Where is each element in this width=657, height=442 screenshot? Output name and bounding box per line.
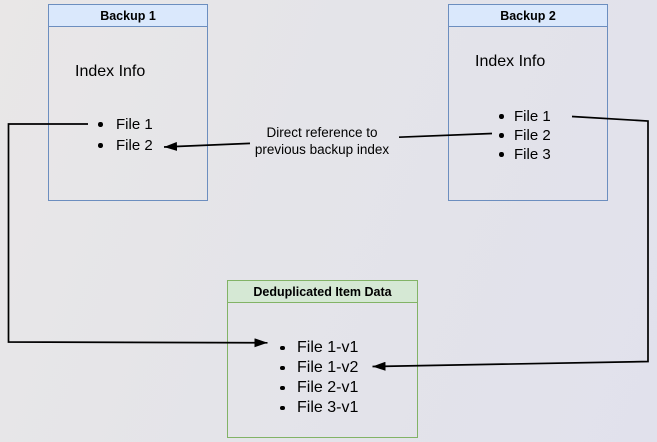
list-item: File 1-v2 bbox=[280, 358, 358, 378]
deduplicated-item-data-box: Deduplicated Item Data File 1-v1 File 1-… bbox=[227, 280, 418, 438]
list-item: File 2 bbox=[499, 126, 551, 145]
backup1-index-info-label: Index Info bbox=[75, 63, 146, 80]
backup2-file-list: File 1 File 2 File 3 bbox=[499, 107, 551, 164]
arrow-annotation: Direct reference to previous backup inde… bbox=[240, 124, 404, 158]
dedup-title: Deduplicated Item Data bbox=[228, 281, 417, 303]
list-item: File 2 bbox=[98, 135, 153, 156]
list-item: File 1-v1 bbox=[280, 338, 358, 358]
backup2-index-info-label: Index Info bbox=[475, 53, 546, 70]
backup2-title: Backup 2 bbox=[449, 5, 607, 27]
list-item: File 1 bbox=[98, 114, 153, 135]
dedup-file-list: File 1-v1 File 1-v2 File 2-v1 File 3-v1 bbox=[280, 338, 358, 418]
list-item: File 3-v1 bbox=[280, 398, 358, 418]
backup2-box: Backup 2 Index Info File 1 File 2 File 3 bbox=[448, 4, 608, 201]
backup1-title: Backup 1 bbox=[49, 5, 207, 27]
annotation-line-1: Direct reference to bbox=[266, 125, 378, 140]
backup1-file-list: File 1 File 2 bbox=[98, 114, 153, 156]
list-item: File 3 bbox=[499, 145, 551, 164]
backup1-box: Backup 1 Index Info File 1 File 2 bbox=[48, 4, 208, 201]
list-item: File 2-v1 bbox=[280, 378, 358, 398]
list-item: File 1 bbox=[499, 107, 551, 126]
annotation-line-2: previous backup index bbox=[254, 142, 390, 157]
